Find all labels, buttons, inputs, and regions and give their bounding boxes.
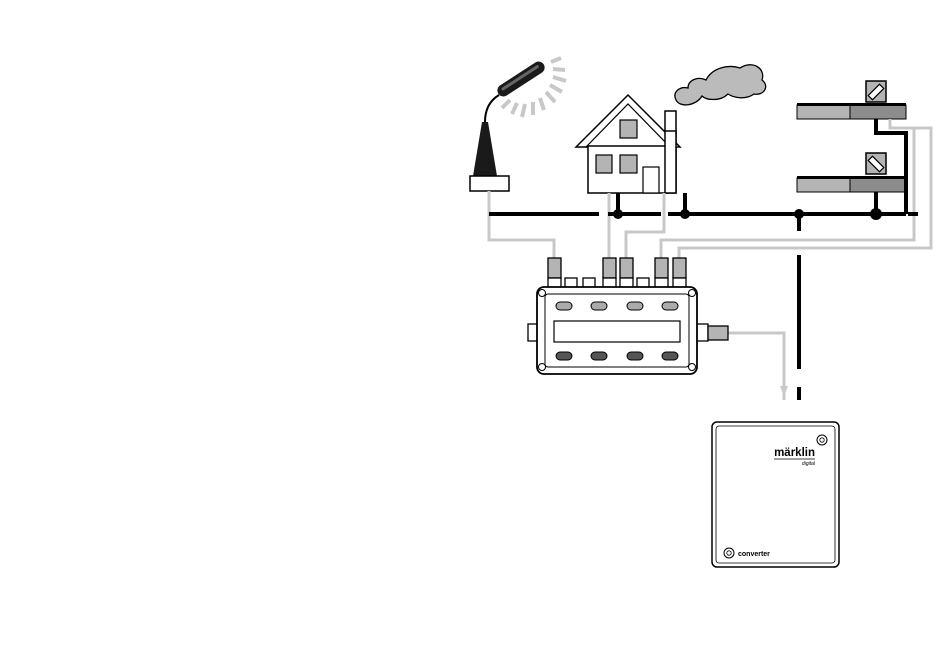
house-icon <box>576 95 680 193</box>
connector-plug <box>548 258 561 278</box>
smoke-cloud-icon <box>675 65 766 105</box>
converter-label: converter <box>738 551 770 558</box>
connector-plug <box>620 258 633 278</box>
connector-plug <box>708 326 728 340</box>
house-window <box>620 155 637 173</box>
converter-brand: märklin <box>774 447 815 459</box>
lamp-head <box>495 59 547 98</box>
house-window <box>620 120 637 138</box>
decoder-module-icon <box>528 258 728 374</box>
connector-plug <box>655 258 668 278</box>
converter-brand-sub: digital <box>802 461 816 467</box>
street-lamp-icon <box>470 58 566 191</box>
converter-box-icon: märklin digital converter <box>712 422 839 567</box>
connector-plug <box>673 258 686 278</box>
signal-icon <box>797 81 906 119</box>
connector-plug <box>603 258 616 278</box>
signal-icon <box>797 153 906 192</box>
house-door <box>643 167 659 193</box>
house-window <box>596 155 612 173</box>
